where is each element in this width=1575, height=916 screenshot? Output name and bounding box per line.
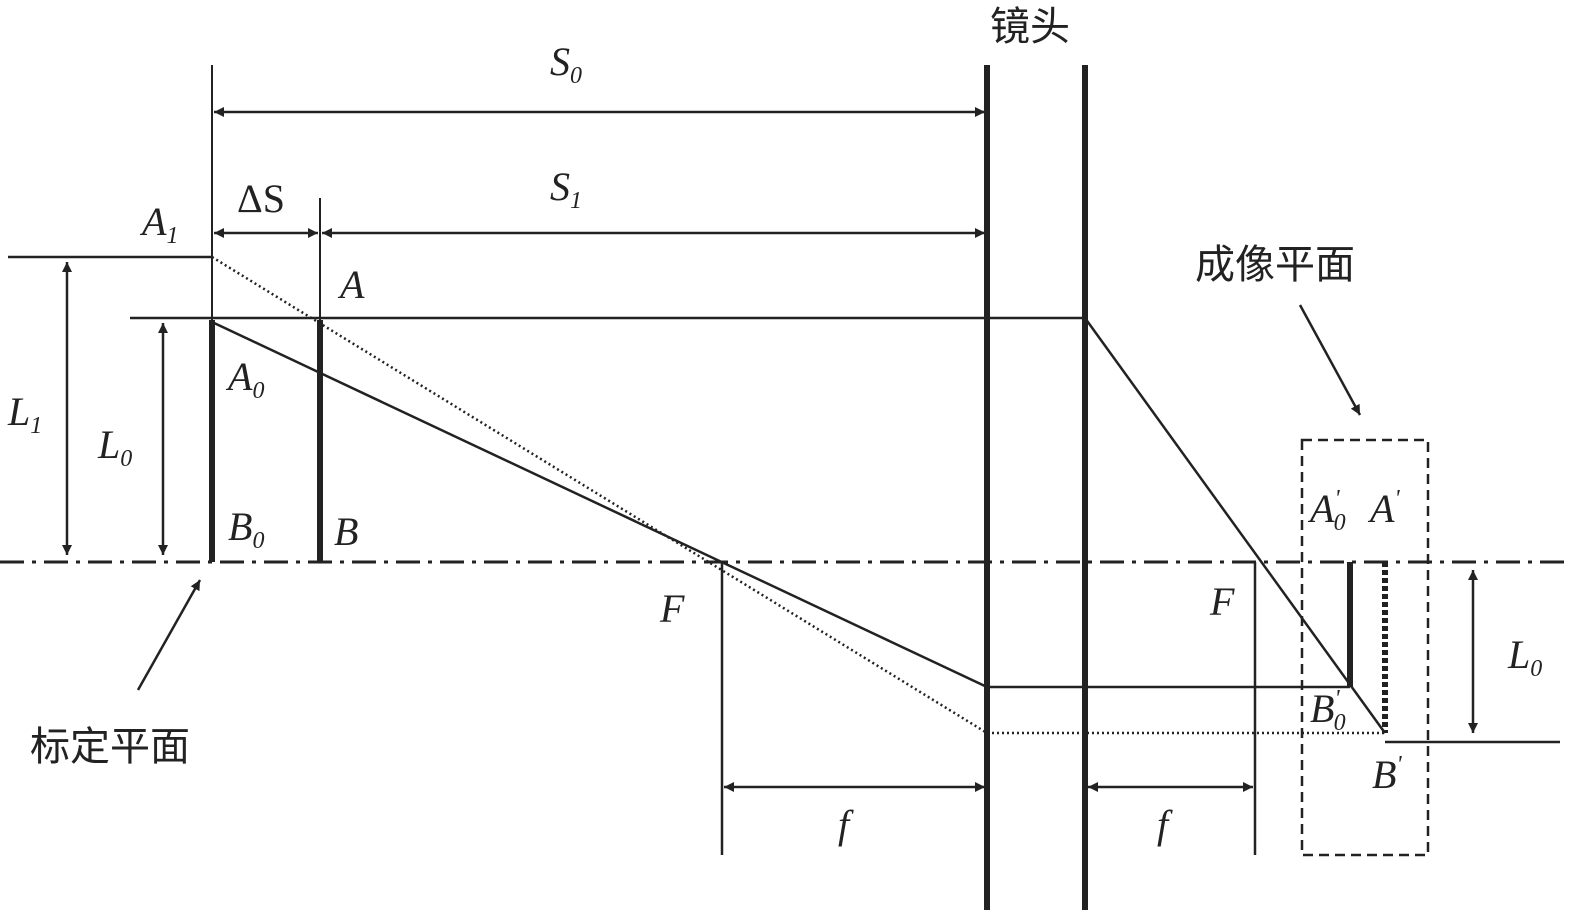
calib-plane-label: 标定平面 bbox=[30, 724, 190, 770]
calib-plane-pointer bbox=[136, 579, 202, 691]
f-left-label: f bbox=[838, 802, 854, 847]
F-left-label: F bbox=[659, 586, 685, 631]
S0-label: S0 bbox=[550, 39, 582, 89]
ray-image bbox=[1083, 317, 1387, 734]
dS-label: ΔS bbox=[237, 176, 285, 221]
image-plane-label: 成像平面 bbox=[1195, 242, 1355, 288]
L0-right-label: L0 bbox=[1507, 632, 1542, 682]
L1-label: L1 bbox=[7, 389, 42, 439]
S1-label: S1 bbox=[550, 164, 582, 214]
A-label: A bbox=[337, 262, 365, 307]
F-right-label: F bbox=[1209, 579, 1235, 624]
image-plane-pointer bbox=[1298, 304, 1362, 416]
B0-label: B0 bbox=[228, 504, 264, 554]
B-label: B bbox=[334, 509, 358, 554]
A1-label: A1 bbox=[139, 199, 178, 249]
A0-label: A0 bbox=[225, 354, 264, 404]
A-prime-label: A' bbox=[1367, 486, 1400, 531]
ray-A0 bbox=[211, 320, 988, 689]
L0-left-label: L0 bbox=[97, 422, 132, 472]
B-prime-label: B' bbox=[1372, 752, 1402, 797]
A0-prime-label: A'0 bbox=[1307, 486, 1346, 536]
ray-A1-dotted bbox=[211, 255, 988, 735]
f-right-label: f bbox=[1157, 802, 1173, 847]
lens-label: 镜头 bbox=[990, 4, 1070, 50]
B0-prime-label: B'0 bbox=[1310, 686, 1346, 736]
